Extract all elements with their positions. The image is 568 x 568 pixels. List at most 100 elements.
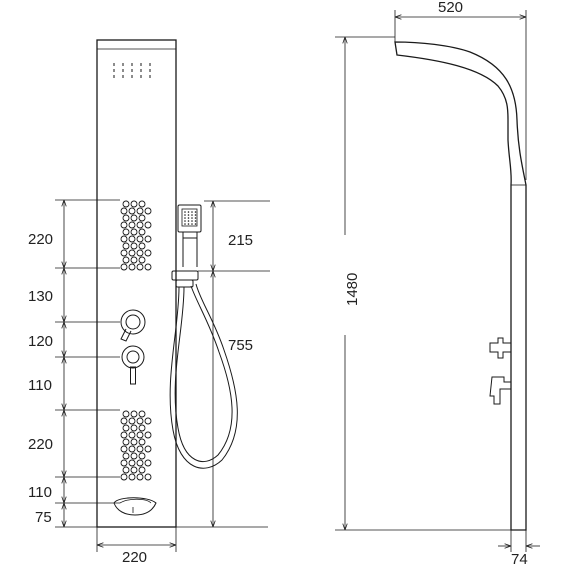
jet-nozzle	[122, 410, 130, 418]
jet-nozzle	[144, 207, 152, 215]
jet-nozzle	[120, 459, 128, 467]
jet-nozzle	[130, 410, 138, 418]
jet-nozzle	[128, 235, 136, 243]
jet-nozzle	[128, 417, 136, 425]
jet-nozzle	[130, 466, 138, 474]
jet-nozzle	[136, 473, 144, 481]
left-dimension-chain: 220 130 120 110 220 110 75	[28, 199, 120, 528]
jet-nozzle	[128, 445, 136, 453]
dim-total-height: 1480	[344, 273, 361, 306]
spray-hole	[184, 211, 186, 213]
jet-nozzle	[120, 221, 128, 229]
jet-nozzle	[138, 452, 146, 460]
jet-nozzle	[136, 417, 144, 425]
jet-nozzle	[136, 431, 144, 439]
jet-nozzle	[138, 242, 146, 250]
jet-nozzle	[144, 417, 152, 425]
jet-nozzle	[136, 249, 144, 257]
spray-hole	[184, 223, 186, 225]
side-valve-knob	[489, 337, 512, 359]
jet-nozzle	[120, 417, 128, 425]
jet-nozzle	[130, 228, 138, 236]
jet-nozzle	[130, 200, 138, 208]
jet-nozzle	[120, 431, 128, 439]
depth-dimension: 74	[498, 530, 540, 568]
handshower-dimensions: 215 755	[176, 200, 270, 528]
jet-nozzle	[120, 207, 128, 215]
jet-nozzle	[128, 459, 136, 467]
jet-nozzle	[128, 431, 136, 439]
jet-nozzle	[138, 466, 146, 474]
total-height-dimension: 1480	[335, 36, 511, 531]
jet-nozzle	[138, 228, 146, 236]
jet-nozzle	[144, 235, 152, 243]
spray-hole	[194, 214, 197, 216]
jet-nozzle	[120, 235, 128, 243]
dim-panel-width: 220	[122, 549, 147, 566]
jet-nozzle	[136, 445, 144, 453]
jet-nozzle	[130, 214, 138, 222]
jet-nozzle	[136, 207, 144, 215]
spray-hole	[191, 217, 193, 219]
lower-jet-group	[120, 410, 152, 481]
dim-jet-upper: 220	[28, 231, 53, 248]
spray-hole	[187, 217, 190, 219]
side-mixer-handle	[489, 376, 512, 405]
dim-depth: 74	[511, 551, 528, 568]
jet-nozzle	[120, 473, 128, 481]
dim-jet-to-valve: 130	[28, 288, 53, 305]
side-profile	[394, 41, 527, 531]
spray-hole	[184, 220, 186, 222]
width-dimension: 220	[96, 527, 177, 566]
jet-nozzle	[122, 228, 130, 236]
jet-nozzle	[120, 445, 128, 453]
spray-hole	[187, 211, 190, 213]
jet-nozzle	[122, 424, 130, 432]
spray-hole	[187, 214, 190, 216]
side-view: 1480 520 74	[335, 0, 540, 568]
spray-hole	[194, 217, 197, 219]
dim-outlet-height: 755	[228, 337, 253, 354]
upper-valve-knob	[120, 309, 146, 342]
spray-hole	[191, 214, 193, 216]
spray-hole	[187, 220, 190, 222]
jet-nozzle	[128, 249, 136, 257]
dim-mixer-to-jets: 110	[28, 377, 52, 394]
tub-spout	[113, 497, 157, 516]
dim-jets-to-spout: 110	[28, 484, 52, 501]
jet-nozzle	[138, 424, 146, 432]
jet-nozzle	[144, 473, 152, 481]
jet-nozzle	[122, 242, 130, 250]
jet-nozzle	[138, 214, 146, 222]
dim-handshower: 215	[228, 232, 253, 249]
jet-nozzle	[130, 424, 138, 432]
dim-valve-spacing: 120	[28, 333, 53, 350]
jet-nozzle	[144, 445, 152, 453]
jet-nozzle	[136, 221, 144, 229]
spray-hole	[194, 211, 197, 213]
jet-nozzle	[128, 207, 136, 215]
jet-nozzle	[122, 214, 130, 222]
jet-nozzle	[144, 263, 152, 271]
jet-nozzle	[144, 431, 152, 439]
jet-nozzle	[130, 452, 138, 460]
jet-nozzle	[138, 410, 146, 418]
jet-nozzle	[120, 249, 128, 257]
mixer-handle	[121, 345, 145, 385]
jet-nozzle	[144, 221, 152, 229]
jet-nozzle	[138, 200, 146, 208]
jet-nozzle	[130, 242, 138, 250]
jet-nozzle	[138, 256, 146, 264]
spray-hole	[191, 223, 193, 225]
jet-nozzle	[136, 459, 144, 467]
front-view: 220 130 120 110 220 110 75 215 755 220	[28, 39, 270, 566]
jet-nozzle	[122, 452, 130, 460]
spray-hole	[184, 217, 186, 219]
jet-nozzle	[128, 263, 136, 271]
rain-nozzle-slots	[113, 63, 151, 78]
jet-nozzle	[122, 438, 130, 446]
spray-hole	[191, 211, 193, 213]
spray-hole	[187, 223, 190, 225]
spray-hole	[184, 214, 186, 216]
